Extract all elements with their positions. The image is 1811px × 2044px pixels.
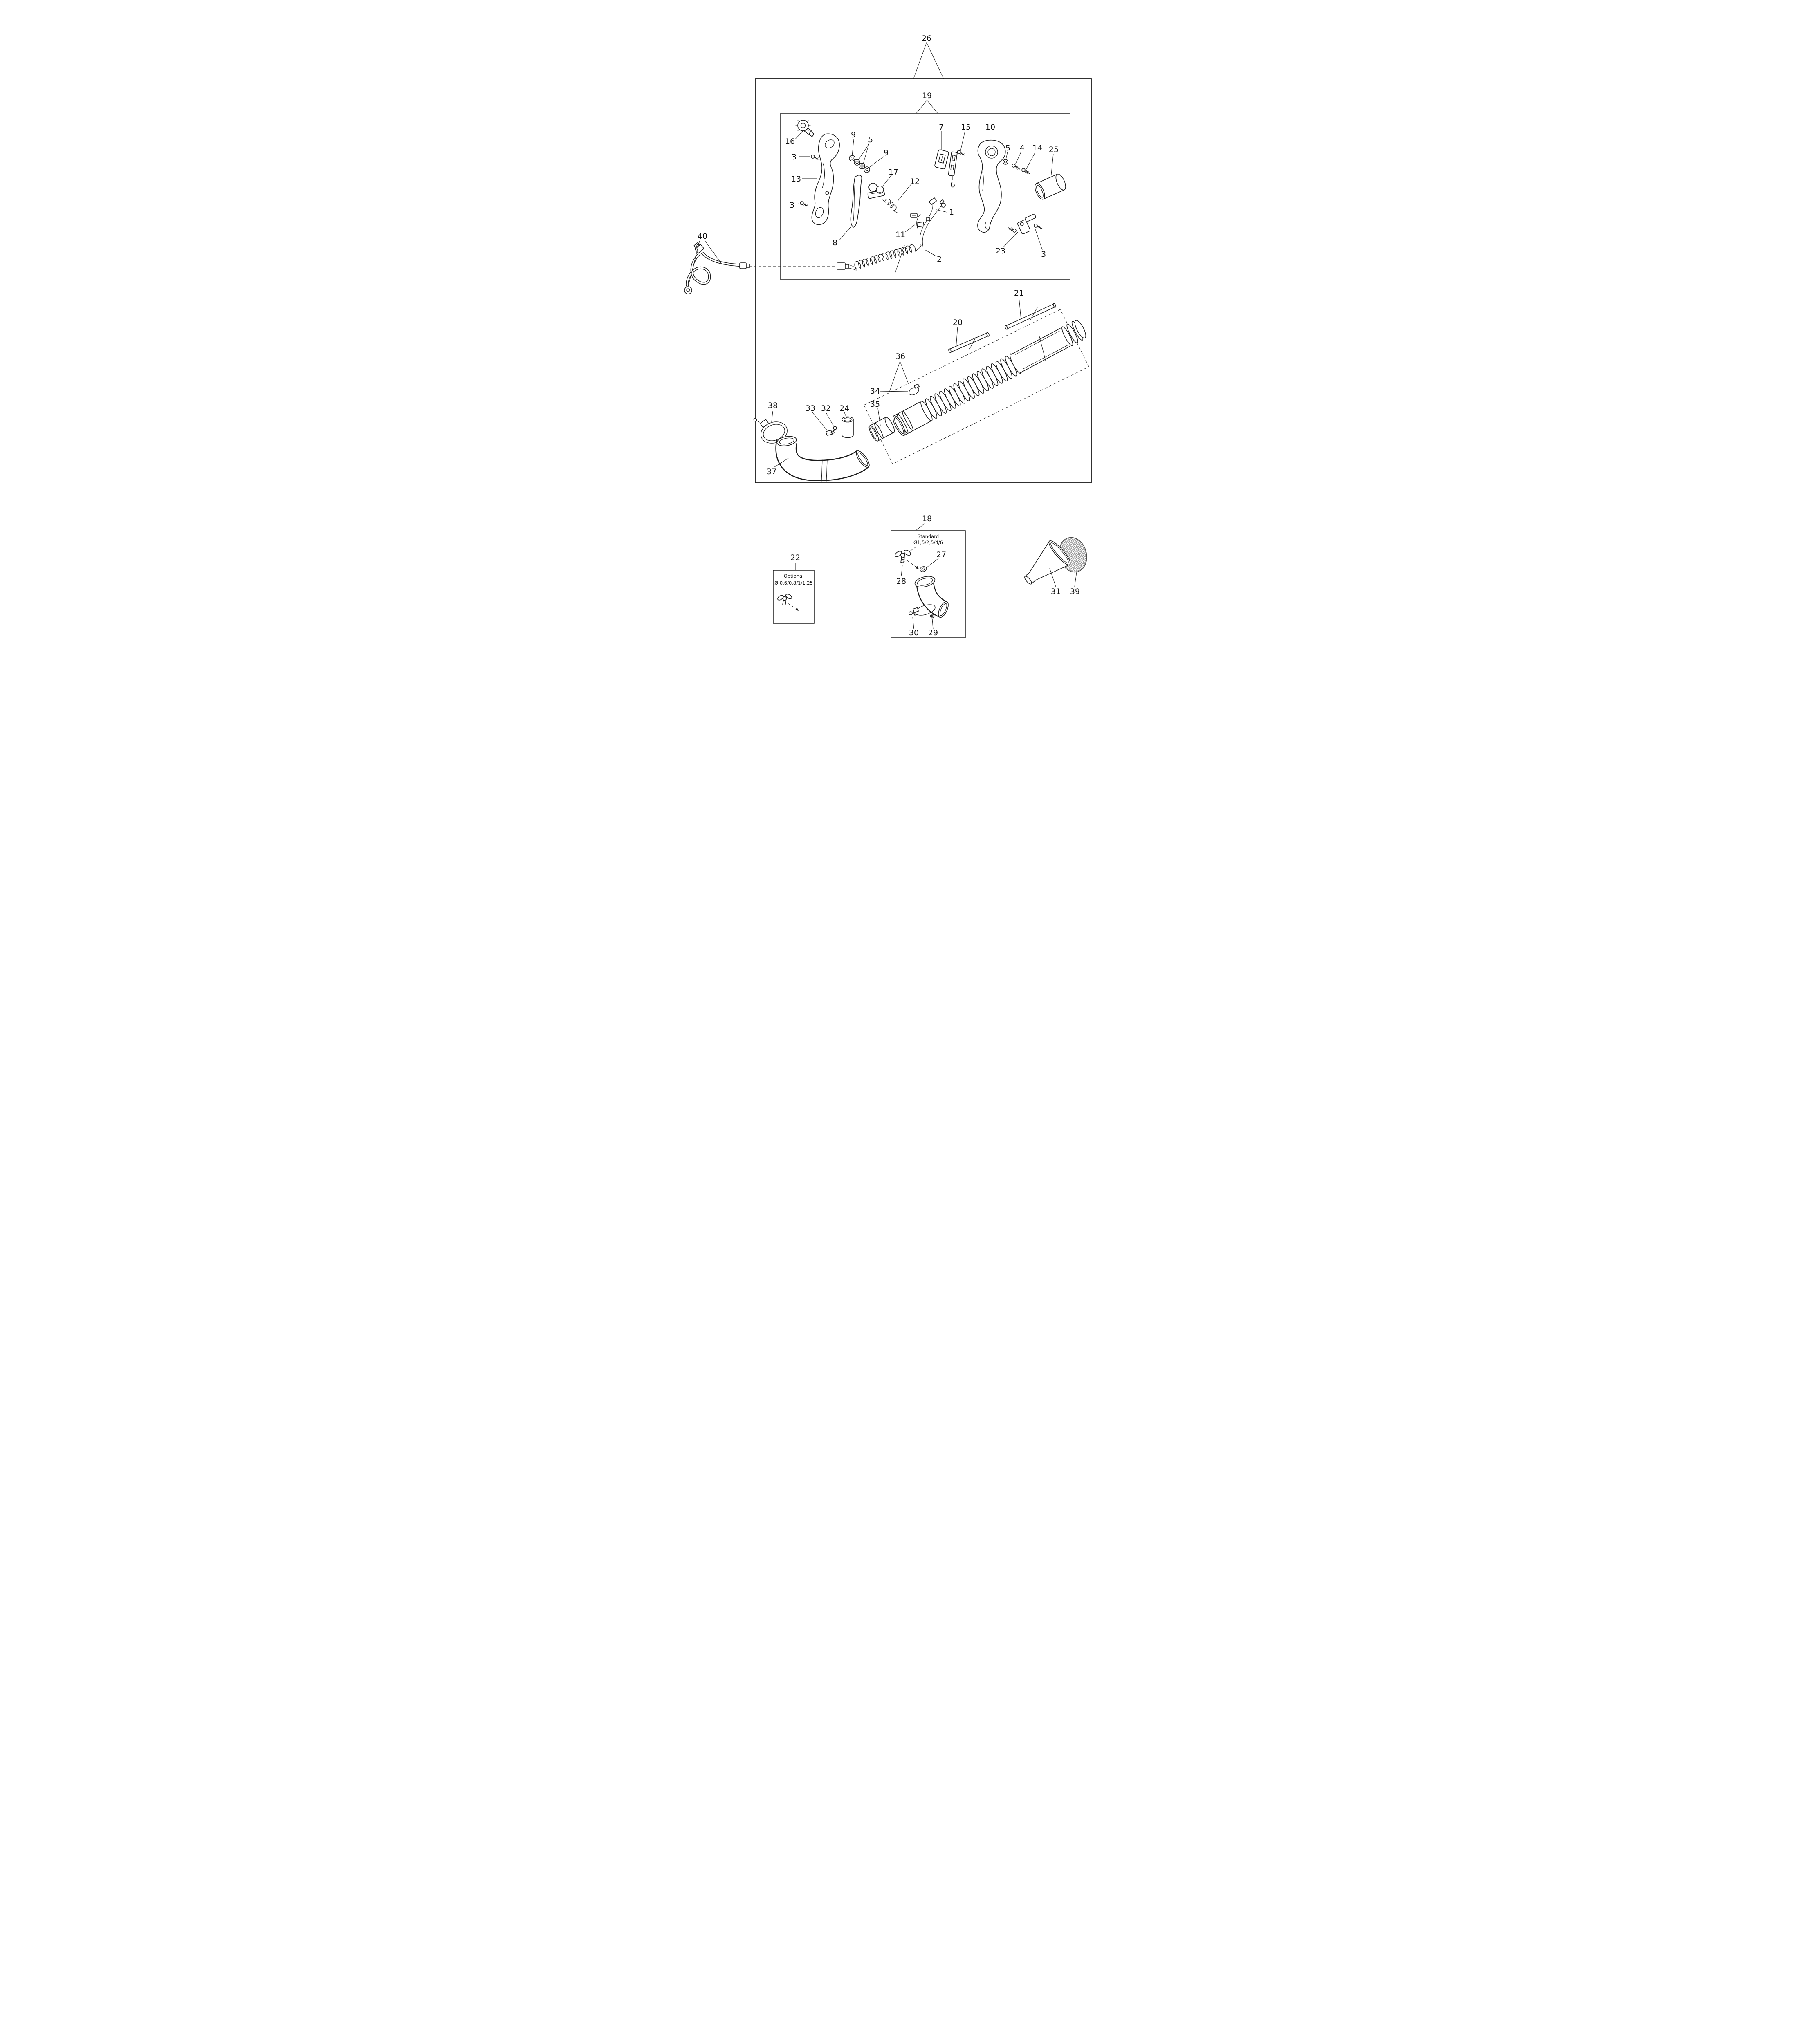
part-15-screw (956, 149, 966, 157)
callout-15: 15 (961, 123, 971, 132)
callout-6: 6 (950, 180, 955, 189)
callout-19-pointer (916, 100, 938, 114)
part-9-5-washers (849, 155, 870, 173)
callout-34: 34 (870, 387, 880, 396)
callout-3-a: 3 (792, 152, 797, 161)
part-optional-wing-nut (777, 594, 799, 611)
callout-5-b: 5 (1005, 143, 1010, 152)
part-1-wire-harness (916, 197, 946, 247)
callout-3-b: 3 (790, 201, 794, 210)
part-12-spring (882, 199, 898, 213)
part-4-screw (1011, 163, 1021, 171)
callout-7: 7 (939, 123, 944, 132)
part-nozzle-elbow (913, 576, 949, 618)
callout-16: 16 (785, 137, 795, 146)
callout-4: 4 (1020, 143, 1025, 152)
callout-36: 36 (895, 352, 905, 361)
callout-2: 2 (937, 255, 942, 264)
part-13-handle-half (811, 133, 840, 225)
callout-9-b: 9 (884, 148, 889, 157)
callout-1: 1 (949, 208, 954, 217)
callout-29: 29 (928, 628, 938, 637)
handle-assembly-frame-19 (780, 113, 1070, 280)
callout-26: 26 (922, 34, 931, 43)
part-20-tube (948, 332, 990, 353)
part-37-elbow (775, 436, 870, 482)
callout-labels: 26 19 40 16 3 13 3 9 5 9 17 12 7 15 6 10… (698, 34, 1080, 637)
part-31-cone-nozzle (1024, 540, 1071, 585)
callout-17: 17 (889, 168, 898, 177)
part-25-sleeve (1035, 173, 1066, 200)
part-29-nut (930, 614, 935, 619)
callout-21: 21 (1014, 289, 1024, 298)
callout-38: 38 (768, 401, 778, 410)
part-14-screw (1021, 167, 1031, 175)
callout-10: 10 (985, 123, 995, 132)
callout-31: 31 (1051, 587, 1061, 596)
break-mark (1039, 335, 1046, 363)
part-6-bracket (948, 151, 958, 176)
break-mark (1030, 307, 1038, 321)
part-3-screw-a (810, 154, 820, 161)
callout-8: 8 (833, 238, 837, 247)
callout-35: 35 (870, 400, 880, 409)
hose-group-dashed-outline (864, 309, 1089, 464)
part-27-o-ring (920, 566, 927, 572)
standard-kit-box-18: Standard Ø1,5/2,5/4/6 (891, 523, 966, 638)
standard-kit-title: Standard (918, 533, 939, 539)
callout-32: 32 (821, 404, 831, 413)
optional-kit-sizes: Ø 0,6/0,8/1/1,25 (774, 580, 813, 586)
callout-14: 14 (1032, 143, 1042, 152)
callout-33: 33 (806, 404, 815, 413)
callout-36-pointer (889, 361, 909, 392)
standard-kit-sizes: Ø1,5/2,5/4/6 (913, 540, 943, 545)
part-2-coiled-cable (837, 244, 922, 273)
part-10-handle (977, 139, 1006, 233)
part-36-flex-hose (893, 320, 1086, 436)
callout-18: 18 (922, 514, 932, 523)
part-23-bracket (1007, 213, 1043, 235)
part-33-clip (826, 430, 833, 436)
callout-11: 11 (895, 230, 905, 239)
part-8-lever-strip (850, 175, 862, 228)
parts-diagram-canvas: Standard Ø1,5/2,5/4/6 (679, 0, 1132, 640)
assembly-frame-26 (755, 78, 1092, 483)
part-34-clamp-ring (909, 383, 920, 395)
callout-20: 20 (953, 318, 963, 327)
callout-24: 24 (839, 404, 849, 413)
callout-5-a: 5 (868, 135, 873, 144)
callout-22: 22 (790, 553, 800, 562)
callout-40: 40 (698, 232, 707, 241)
callout-3-c: 3 (1041, 250, 1046, 259)
part-16-cap (795, 118, 815, 137)
callout-19: 19 (922, 91, 932, 100)
callout-25: 25 (1049, 145, 1059, 154)
callout-28: 28 (896, 577, 906, 586)
part-5-washer-b (1003, 159, 1008, 165)
part-40-cable-assembly (684, 242, 750, 294)
callout-39: 39 (1070, 587, 1080, 596)
callout-9-a: 9 (851, 130, 856, 139)
part-28-wing-nut (895, 549, 919, 569)
part-17-clamp (867, 183, 885, 199)
callout-23: 23 (996, 247, 1005, 256)
callout-37: 37 (767, 467, 776, 476)
callout-30: 30 (909, 628, 919, 637)
callout-12: 12 (910, 177, 920, 186)
break-mark (895, 245, 905, 273)
optional-kit-title: Optional (784, 573, 804, 579)
break-mark (969, 336, 976, 350)
part-3-screw-b (799, 200, 809, 208)
callout-27: 27 (936, 550, 946, 559)
part-21-tube (1005, 303, 1056, 330)
exploded-parts-diagram: Standard Ø1,5/2,5/4/6 (684, 34, 1092, 638)
part-11-clips (910, 213, 930, 227)
callout-26-pointer (913, 42, 944, 79)
part-24-adapter (842, 416, 854, 438)
part-7-switch (934, 149, 949, 169)
optional-kit-box-22: Optional Ø 0,6/0,8/1/1,25 (773, 563, 815, 624)
callout-13: 13 (791, 175, 801, 184)
leader-lines (688, 131, 1077, 630)
part-35-collar (868, 417, 895, 442)
